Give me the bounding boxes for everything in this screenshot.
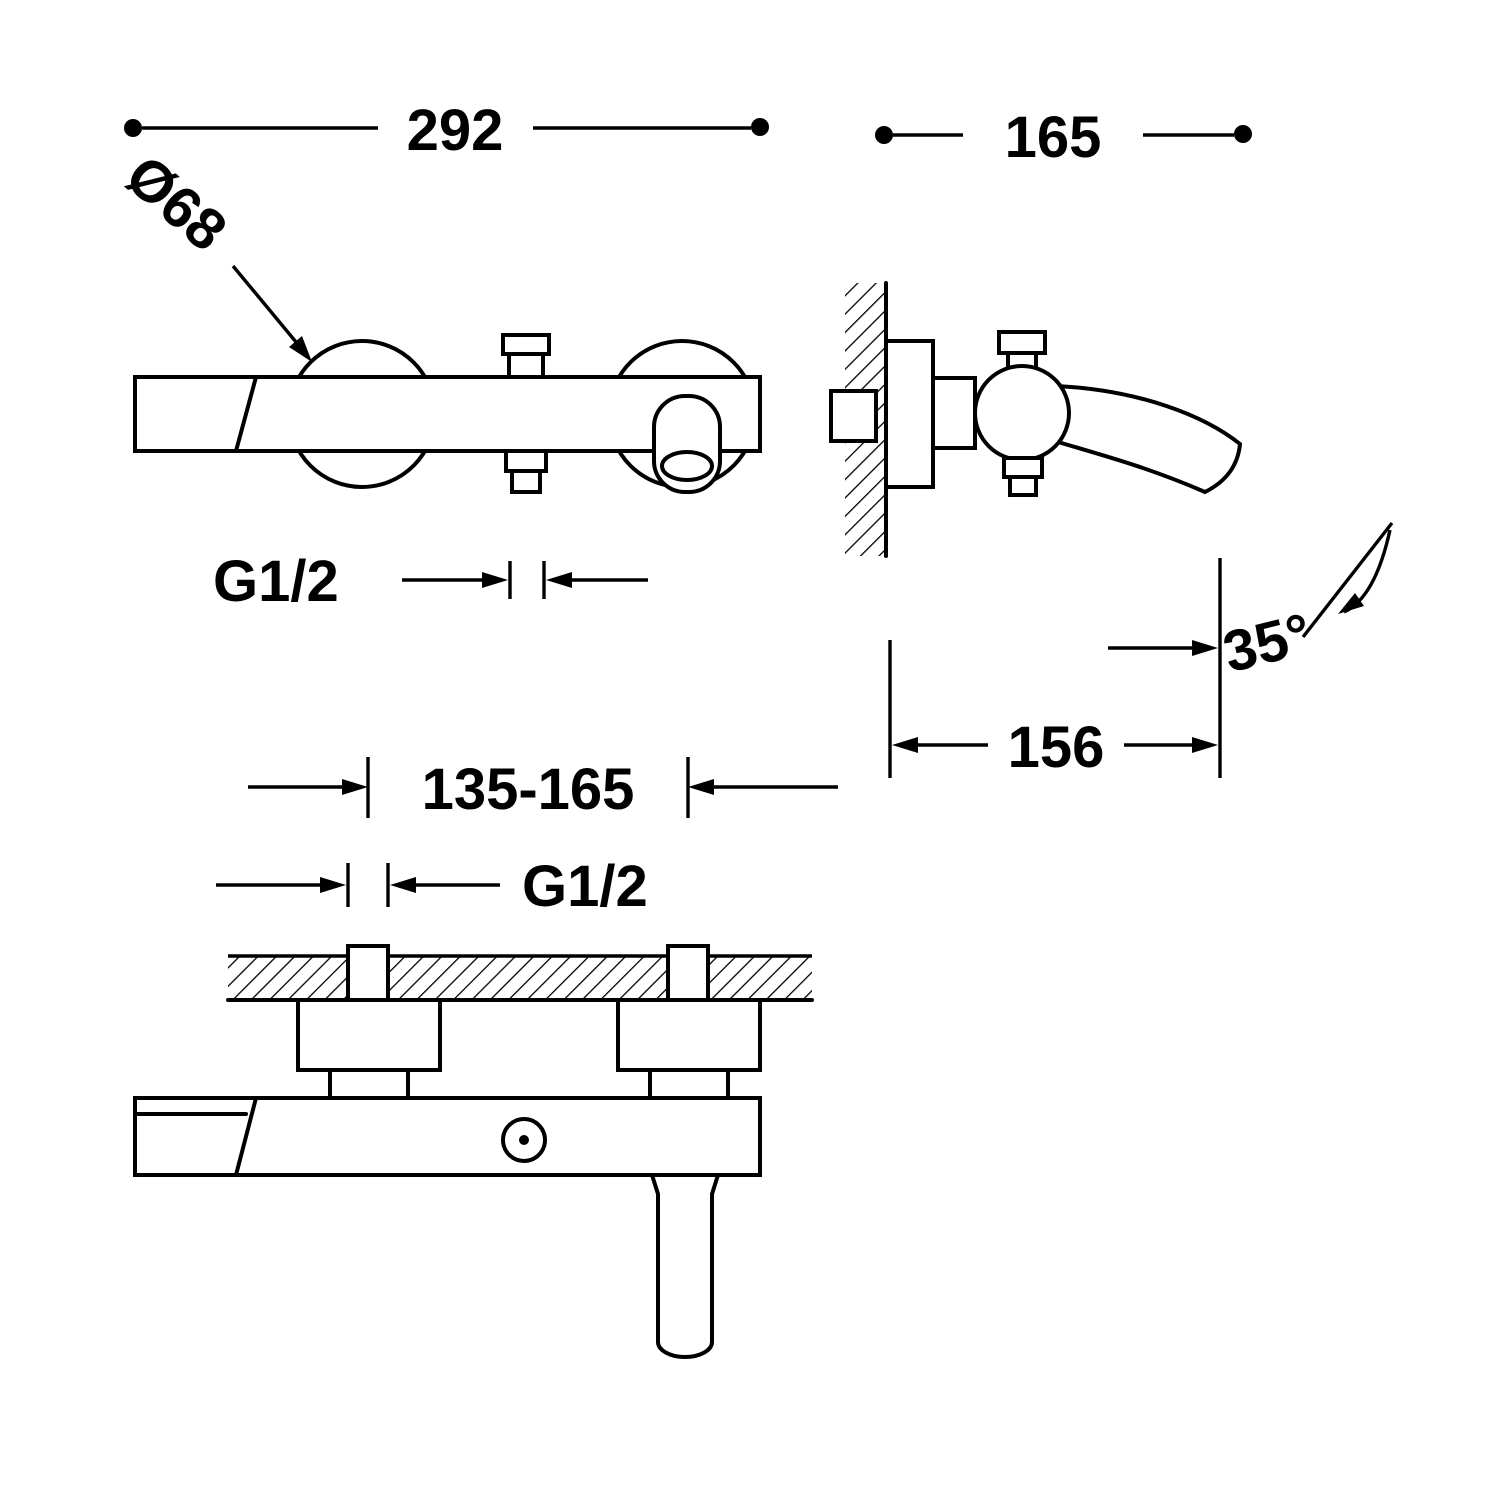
spout-reach-label: 156	[1008, 715, 1105, 780]
body-connector-side	[931, 376, 977, 450]
outlet-thread-tip	[510, 469, 542, 494]
arrowhead-left	[892, 737, 918, 753]
side-view	[829, 281, 1243, 558]
arrowhead-left	[688, 779, 714, 795]
overall-width-label: 292	[407, 98, 504, 163]
arrowhead-left	[390, 877, 416, 893]
dim-endpoint-dot	[124, 119, 142, 137]
s-connector-left	[296, 998, 442, 1072]
arrowhead-right	[1192, 737, 1218, 753]
inlet-pipe-in-wall	[829, 389, 878, 443]
angle-arc-arrowhead	[1338, 593, 1364, 614]
leader-line	[231, 264, 298, 344]
inlet-spacing-label: 135-165	[422, 757, 635, 822]
handle-joint-line	[234, 1096, 258, 1177]
spout-top-view	[649, 1173, 721, 1359]
dim-endpoint-dot	[1234, 125, 1252, 143]
front-view	[133, 333, 762, 494]
diverter-cap	[501, 333, 551, 356]
dim-endpoint-dot	[875, 126, 893, 144]
spout-side	[1053, 383, 1243, 495]
annotation-inlet-thread: G1/2	[216, 854, 648, 919]
arrowhead-left	[546, 572, 572, 588]
escutcheon-diameter-label: Ø68	[113, 143, 238, 264]
outlet-base-side	[1002, 456, 1044, 479]
wall-hatching-top	[228, 956, 812, 1000]
annotation-outlet-thread: G1/2	[213, 549, 648, 614]
spout-angle-label: 35°	[1217, 601, 1318, 685]
union-nut-right	[648, 1068, 730, 1100]
diverter-cap-side	[997, 330, 1047, 355]
outlet-thread-tip-side	[1008, 475, 1038, 497]
leader-arrowhead	[289, 336, 312, 362]
annotation-spout-angle: 35°	[1108, 521, 1394, 778]
dim-endpoint-dot	[751, 118, 769, 136]
annotation-escutcheon-diameter: Ø68	[113, 143, 312, 362]
dimension-depth: 165	[875, 105, 1252, 170]
handle-joint-line	[234, 375, 258, 453]
inlet-pipe-right	[666, 944, 710, 1004]
outlet-thread-label: G1/2	[213, 549, 339, 614]
inclined-reference-line	[1301, 521, 1394, 639]
arrowhead-right	[482, 572, 508, 588]
spout-opening	[660, 450, 714, 482]
angle-arrowhead	[1192, 640, 1218, 656]
diverter-stem	[507, 352, 545, 379]
inlet-thread-label: G1/2	[522, 854, 648, 919]
dimension-spout-reach: 156	[888, 640, 1218, 780]
outlet-base	[504, 449, 548, 473]
arrowhead-right	[320, 877, 346, 893]
s-connector-right	[616, 998, 762, 1072]
depth-label: 165	[1005, 105, 1102, 170]
union-nut-left	[328, 1068, 410, 1100]
dimension-overall-width: 292	[124, 98, 769, 163]
faucet-body-top	[133, 1096, 762, 1177]
dimension-inlet-spacing: 135-165	[248, 757, 838, 822]
inlet-pipe-left	[346, 944, 390, 1004]
set-screw-dot	[519, 1135, 529, 1145]
escutcheon-side	[884, 339, 935, 489]
arrowhead-right	[342, 779, 368, 795]
top-view	[133, 944, 814, 1359]
cartridge-housing-side	[973, 364, 1071, 462]
